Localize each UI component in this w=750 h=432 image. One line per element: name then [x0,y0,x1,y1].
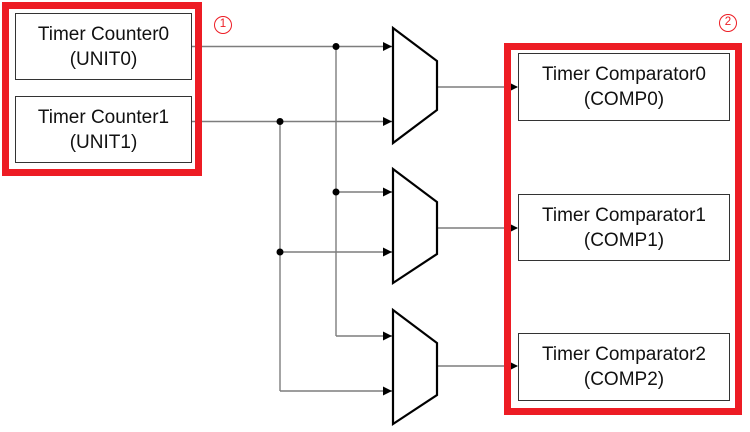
junction-dot [332,43,340,50]
junction-dot [276,248,284,256]
callout-2-badge: 2 [719,14,737,32]
arrowhead-icon [509,82,518,92]
arrowhead-icon [383,331,392,341]
timer-comparator0-subtitle: (COMP0) [583,89,665,110]
timer-counter1-box: Timer Counter1 (UNIT1) [15,96,192,163]
mux-shape-2 [391,307,439,427]
timer-counter1-title: Timer Counter1 [37,106,170,128]
arrowhead-icon [509,223,518,233]
arrowhead-icon [383,386,392,396]
timer-comparator2-title: Timer Comparator2 [541,344,706,365]
timer-comparator1-subtitle: (COMP1) [583,229,665,251]
timer-comparator0-title: Timer Comparator0 [541,64,706,85]
unit-group-frame [2,2,202,176]
timer-counter0-subtitle: (UNIT0) [69,48,138,70]
arrowhead-icon [383,247,392,257]
timer-counter1-subtitle: (UNIT1) [69,131,138,153]
junction-dot [332,188,340,196]
timer-comparator1-title: Timer Comparator1 [541,204,706,226]
callout-1-badge: 1 [214,16,232,34]
timer-comparator0-box: Timer Comparator0 (COMP0) [518,53,730,121]
timer-comparator2-subtitle: (COMP2) [583,369,665,390]
timer-comparator1-box: Timer Comparator1 (COMP1) [518,194,730,261]
arrowhead-icon [383,42,392,51]
junction-dot [276,118,284,125]
mux-shape-1 [391,166,439,286]
arrowhead-icon [383,187,392,197]
mux-shape-0 [391,25,439,146]
arrowhead-icon [509,361,518,371]
timer-comparator2-box: Timer Comparator2 (COMP2) [518,333,730,401]
comp-group-frame [504,43,742,415]
timer-counter0-title: Timer Counter0 [37,23,170,45]
timer-counter0-box: Timer Counter0 (UNIT0) [15,13,192,80]
arrowhead-icon [383,117,392,126]
